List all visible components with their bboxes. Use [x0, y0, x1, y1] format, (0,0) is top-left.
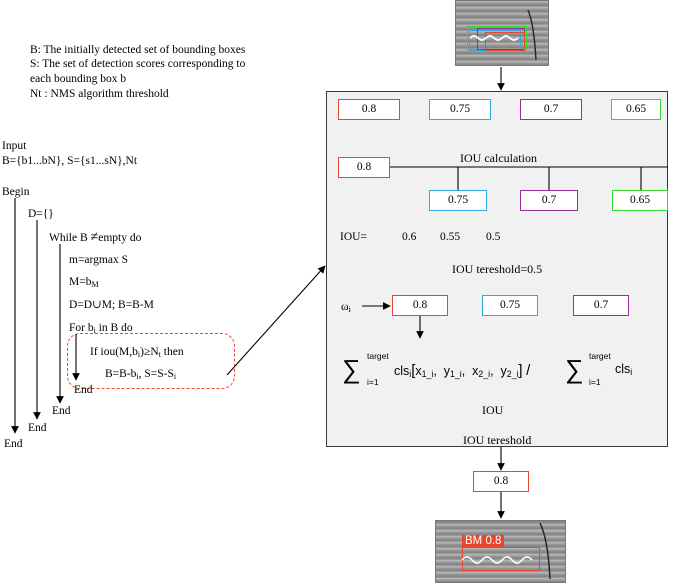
- sum-lower-2: i=1: [589, 377, 601, 387]
- m-assign: M=bM: [69, 276, 99, 289]
- detection-box-red: [485, 32, 525, 51]
- for-statement: For bi in B do: [69, 322, 133, 335]
- iou-value-1: 0.6: [402, 231, 417, 243]
- iou-bottom-label: IOU: [482, 403, 504, 417]
- end-for: End: [74, 384, 93, 396]
- nms-process-panel: [326, 91, 668, 447]
- legend-nt-definition: Nt : NMS algorithm threshold: [30, 88, 169, 100]
- sum-upper-1: target: [367, 351, 389, 361]
- begin-keyword: Begin: [2, 186, 30, 198]
- legend-b-definition: B: The initially detected set of boundin…: [30, 44, 246, 56]
- if-statement: If iou(M,bi)≥Nt then: [90, 346, 184, 359]
- iou-calculation-label: IOU calculation: [460, 151, 537, 165]
- final-score-box: 0.8: [473, 471, 529, 492]
- iou-value-2: 0.55: [440, 231, 461, 243]
- score-box-red: 0.8: [338, 99, 400, 120]
- input-radar-image: [455, 0, 549, 66]
- end-algorithm: End: [4, 438, 23, 450]
- d-init: D={}: [28, 208, 54, 220]
- branch-box-blue: 0.75: [429, 190, 487, 211]
- iou-threshold-label: IOU tereshold=0.5: [452, 262, 543, 276]
- m-argmax: m=argmax S: [69, 254, 128, 266]
- legend-s-definition-cont: each bounding box b: [30, 73, 127, 85]
- remaining-box-purple: 0.7: [573, 295, 629, 316]
- end-while: End: [52, 405, 71, 417]
- selected-max-box: 0.8: [338, 157, 390, 178]
- sum-lower-1: i=1: [367, 377, 379, 387]
- score-box-green: 0.65: [611, 99, 661, 120]
- branch-box-green: 0.65: [612, 190, 668, 211]
- sum-symbol-2: ∑: [565, 354, 584, 384]
- sum-upper-2: target: [589, 351, 611, 361]
- formula-cls-2: clsi: [615, 362, 633, 377]
- score-box-blue: 0.75: [429, 99, 491, 120]
- update-statement: B=B-bi, S=S-Si: [105, 368, 177, 381]
- final-detection-label: BM 0.8: [462, 535, 505, 548]
- branch-box-purple: 0.7: [520, 190, 578, 211]
- legend-s-definition: S: The set of detection scores correspon…: [30, 58, 246, 70]
- iou-value-3: 0.5: [486, 231, 501, 243]
- output-radar-image: BM 0.8: [435, 520, 566, 583]
- omega-weight-label: ωi: [341, 301, 351, 314]
- final-detection-box: [462, 547, 540, 571]
- score-box-purple: 0.7: [520, 99, 582, 120]
- input-label: Input: [2, 140, 27, 152]
- input-values: B={b1...bN}, S={s1...sN},Nt: [2, 155, 138, 167]
- while-statement: While B ≠empty do: [49, 230, 142, 245]
- iou-equals-label: IOU=: [340, 231, 367, 243]
- formula-terms: clsi[x1_i, y1_i, x2_i, y2_i] /: [394, 362, 531, 379]
- arrow-condition-to-panel: [226, 265, 326, 376]
- remaining-box-blue: 0.75: [482, 295, 538, 316]
- d-update: D=D∪M; B=B-M: [69, 299, 154, 311]
- end-begin: End: [28, 422, 47, 434]
- remaining-box-red: 0.8: [392, 295, 448, 316]
- sum-symbol-1: ∑: [342, 354, 361, 384]
- iou-tereshold-label: IOU tereshold: [463, 433, 532, 447]
